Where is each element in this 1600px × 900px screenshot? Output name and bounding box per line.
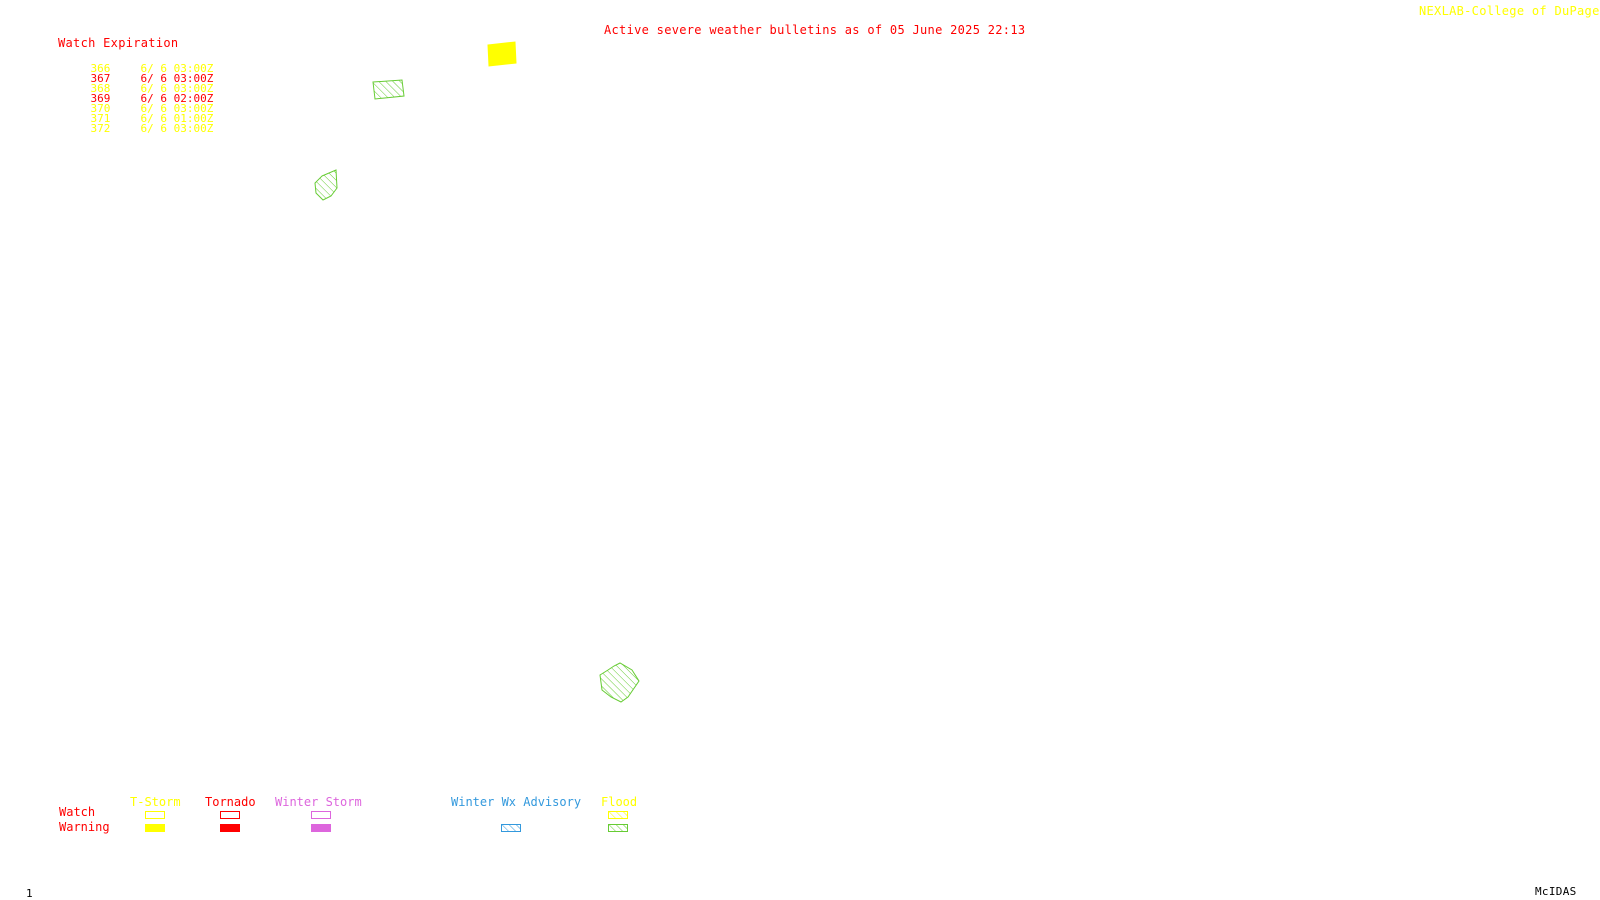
- watch-expiration: 6/ 6 03:00Z: [140, 82, 214, 95]
- flood-warning-polygon-3: [599, 662, 640, 703]
- flood-warning-polygon-1: [372, 79, 405, 100]
- flood-warning-swatch: [608, 824, 628, 832]
- watch-row: 372 6/ 6 03:00Z: [64, 114, 214, 134]
- watch-number: 368: [90, 82, 111, 95]
- watch-row: 368 6/ 6 03:00Z: [64, 74, 214, 94]
- credit-label: NEXLAB-College of DuPage R: [1419, 4, 1600, 18]
- legend-watch-row-label: Watch: [59, 805, 96, 819]
- tornado-warning-swatch: [220, 824, 240, 832]
- watch-expiration: 6/ 6 01:00Z: [140, 112, 214, 125]
- legend-winter-advisory-label: Winter Wx Advisory: [451, 795, 582, 809]
- watch-table-header: Watch Expiration: [58, 36, 179, 50]
- watch-number: 369: [90, 92, 111, 105]
- watch-number: 371: [90, 112, 111, 125]
- flood-warning-polygon-2: [314, 169, 338, 201]
- flood-watch-swatch: [608, 811, 628, 819]
- winter-advisory-warning-swatch: [501, 824, 521, 832]
- legend-tstorm-label: T-Storm: [130, 795, 181, 809]
- watch-expiration: 6/ 6 03:00Z: [140, 72, 214, 85]
- watch-row: 371 6/ 6 01:00Z: [64, 104, 214, 124]
- watch-number: 367: [90, 72, 111, 85]
- watch-row: 367 6/ 6 03:00Z: [64, 64, 214, 84]
- tornado-watch-swatch: [220, 811, 240, 819]
- legend-warning-row-label: Warning: [59, 820, 110, 834]
- legend-flood-label: Flood: [601, 795, 638, 809]
- software-label: McIDAS: [1535, 885, 1577, 898]
- watch-number: 366: [90, 62, 111, 75]
- watch-expiration: 6/ 6 02:00Z: [140, 92, 214, 105]
- watch-number: 370: [90, 102, 111, 115]
- tstorm-warning-polygon: [487, 41, 517, 67]
- watch-expiration: 6/ 6 03:00Z: [140, 62, 214, 75]
- frame-number: 1: [26, 887, 33, 900]
- bulletin-title: Active severe weather bulletins as of 05…: [604, 23, 1026, 37]
- legend-winter-storm-label: Winter Storm: [275, 795, 362, 809]
- winter-storm-watch-swatch: [311, 811, 331, 819]
- winter-storm-warning-swatch: [311, 824, 331, 832]
- watch-row: 366 6/ 6 03:00Z: [64, 54, 214, 74]
- tstorm-watch-swatch: [145, 811, 165, 819]
- legend-tornado-label: Tornado: [205, 795, 256, 809]
- tstorm-warning-swatch: [145, 824, 165, 832]
- watch-number: 372: [90, 122, 111, 135]
- watch-row: 369 6/ 6 02:00Z: [64, 84, 214, 104]
- watch-expiration: 6/ 6 03:00Z: [140, 102, 214, 115]
- watch-row: 370 6/ 6 03:00Z: [64, 94, 214, 114]
- watch-expiration: 6/ 6 03:00Z: [140, 122, 214, 135]
